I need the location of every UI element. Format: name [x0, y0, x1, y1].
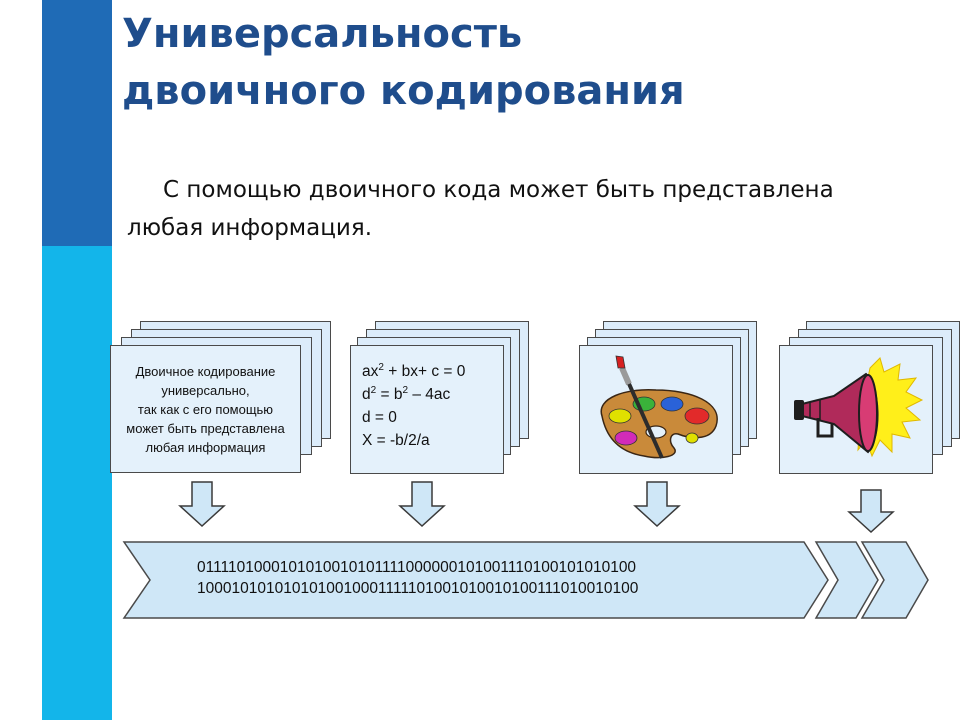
- formula-line-3: d = 0: [362, 409, 397, 426]
- down-arrow-icon: [398, 481, 446, 528]
- slide-title: Универсальность двоичного кодирования: [122, 6, 685, 120]
- text-card: Двоичное кодирование универсально, так к…: [110, 345, 301, 473]
- text-card-line: универсально,: [161, 382, 250, 398]
- slide-title-line-1: Универсальность: [122, 11, 523, 57]
- chevron-right-icon: [814, 541, 879, 619]
- slide-title-line-2: двоичного кодирования: [122, 68, 685, 114]
- text-card-line: может быть представлена: [126, 420, 285, 436]
- intro-line-1: С помощью двоичного кода может быть пред…: [163, 177, 834, 203]
- sidebar-accent-dark: [42, 0, 112, 246]
- intro-line-2: любая информация.: [127, 215, 373, 241]
- formula-line-4: X = -b/2/a: [362, 432, 430, 449]
- chevron-right-icon: [860, 541, 929, 619]
- formula-line-2: d2 = b2 – 4ac: [362, 385, 451, 404]
- paint-palette-icon: [600, 355, 718, 459]
- binary-banner: [122, 541, 829, 619]
- sound-card: [779, 345, 933, 474]
- down-arrow-icon: [178, 481, 226, 528]
- sidebar-accent-light: [42, 246, 112, 720]
- formula-card: ax2 + bx+ c = 0 d2 = b2 – 4ac d = 0 X = …: [350, 345, 504, 474]
- down-arrow-icon: [633, 481, 681, 528]
- text-card-line: Двоичное кодирование: [135, 363, 276, 379]
- binary-code: 0111101000101010010101111000000101001110…: [197, 557, 638, 599]
- image-card: [579, 345, 733, 474]
- loudspeaker-icon: [794, 357, 924, 458]
- text-card-line: так как с его помощью: [137, 401, 274, 417]
- formula-line-1: ax2 + bx+ c = 0: [362, 362, 466, 381]
- down-arrow-icon: [847, 489, 895, 534]
- intro-paragraph: С помощью двоичного кода может быть пред…: [127, 171, 927, 247]
- text-card-line: любая информация: [145, 439, 266, 455]
- binary-line-2: 1000101010101010010001111101001010010100…: [197, 580, 639, 597]
- binary-line-1: 0111101000101010010101111000000101001110…: [197, 559, 637, 576]
